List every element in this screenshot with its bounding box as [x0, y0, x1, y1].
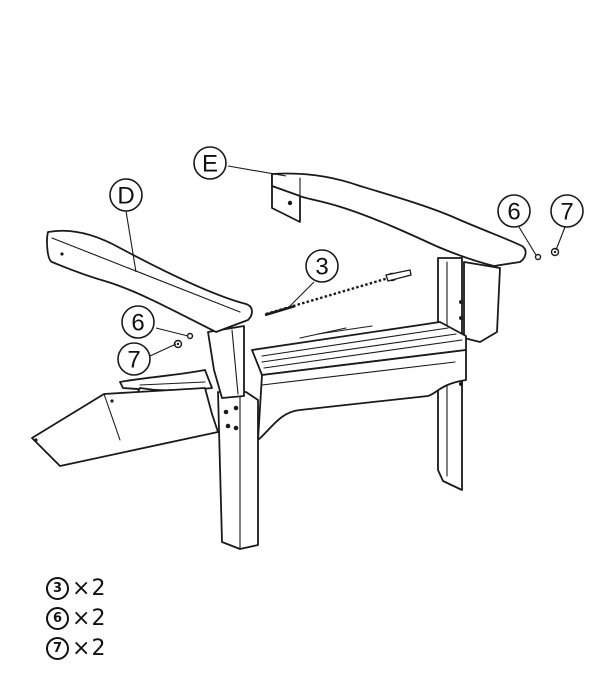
callout-7-right-label: 7: [560, 199, 573, 226]
washer-right: [534, 253, 542, 261]
callout-7-right: 7: [550, 194, 584, 228]
hardware-row-3: 3 × 2: [46, 573, 105, 603]
seat-slats: [251, 321, 467, 376]
hardware-quantity-list: 3 × 2 6 × 2 7 × 2: [46, 573, 105, 663]
callout-d: D: [109, 178, 143, 212]
nut-right: [550, 247, 560, 257]
callout-7-left-label: 7: [127, 347, 140, 374]
left-arm-support-bracket: [207, 325, 245, 399]
hardware-quantity: 2: [91, 605, 106, 631]
times-sign: ×: [72, 575, 91, 601]
leader-lines: [125, 165, 566, 357]
hardware-quantity: 2: [91, 635, 106, 661]
callout-6-left-label: 6: [131, 310, 144, 337]
callout-7-left: 7: [117, 342, 151, 376]
callout-e-label: E: [202, 151, 218, 178]
armrest-e: [271, 172, 527, 267]
hardware-quantity: 2: [91, 575, 106, 601]
hardware-number: 6: [46, 606, 69, 630]
right-arm-support-bracket: [463, 261, 501, 343]
hardware-row-6: 6 × 2: [46, 603, 105, 633]
callout-6-left: 6: [121, 305, 155, 339]
front-left-leg: [217, 391, 259, 550]
callout-6-right: 6: [497, 194, 531, 228]
callout-e: E: [193, 146, 227, 180]
hardware-row-7: 7 × 2: [46, 633, 105, 663]
hardware-number: 7: [46, 636, 69, 660]
hardware-number: 3: [46, 576, 69, 600]
times-sign: ×: [72, 605, 91, 631]
left-back-panel: [31, 387, 219, 467]
callout-3-label: 3: [315, 254, 328, 281]
armrest-d: [46, 229, 253, 333]
callout-6-right-label: 6: [507, 199, 520, 226]
carriage-bolt-3: [264, 269, 412, 317]
times-sign: ×: [72, 635, 91, 661]
nut-left: [173, 339, 183, 349]
callout-d-label: D: [117, 183, 134, 210]
callout-3: 3: [305, 249, 339, 283]
washer-left: [186, 332, 194, 340]
